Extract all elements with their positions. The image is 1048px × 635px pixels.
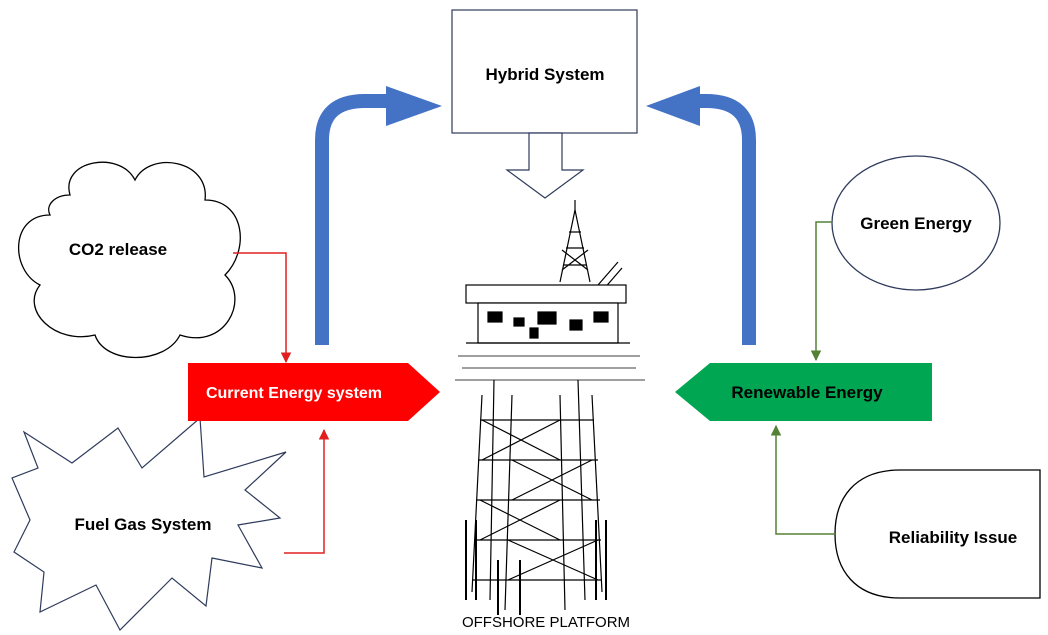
- hybrid-down-arrow: [505, 132, 585, 199]
- offshore-platform-caption: OFFSHORE PLATFORM: [462, 614, 630, 631]
- green-energy-label: Green Energy: [860, 214, 972, 233]
- reliability-issue-node: Reliability Issue: [834, 469, 1041, 599]
- reliability-issue-label: Reliability Issue: [889, 528, 1018, 547]
- green-to-renewable-connector: [810, 221, 832, 362]
- co2-release-label: CO2 release: [69, 240, 167, 259]
- co2-to-current-connector: [233, 252, 292, 364]
- offshore-platform-icon: [455, 200, 645, 615]
- renewable-energy-node: Renewable Energy: [675, 363, 932, 421]
- hybrid-system-node: Hybrid System: [451, 9, 638, 134]
- blue-curved-arrow-left: [315, 86, 442, 345]
- green-energy-node: Green Energy: [831, 155, 1001, 291]
- fuel-gas-label: Fuel Gas System: [74, 515, 211, 534]
- renewable-energy-label: Renewable Energy: [731, 383, 883, 402]
- reliability-to-renewable-connector: [770, 424, 835, 535]
- hybrid-system-label: Hybrid System: [485, 65, 604, 84]
- fuel-to-current-connector: [284, 428, 330, 554]
- fuel-gas-starburst: Fuel Gas System: [11, 416, 287, 631]
- current-energy-label: Current Energy system: [206, 385, 382, 402]
- current-energy-node: Current Energy system: [188, 363, 440, 421]
- blue-curved-arrow-right: [646, 86, 756, 345]
- co2-release-cloud: CO2 release: [18, 161, 241, 359]
